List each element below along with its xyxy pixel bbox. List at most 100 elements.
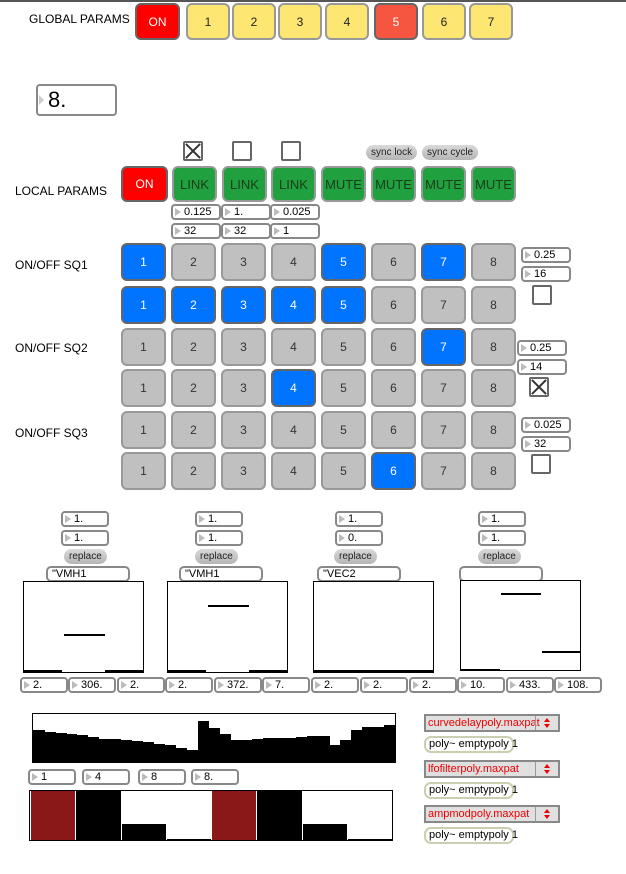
local-steps-number-3[interactable]: 1 [270, 223, 320, 239]
sync-cycle-button[interactable]: sync cycle [422, 145, 479, 160]
mute-button-7[interactable]: MUTE [471, 166, 516, 202]
seq3-a-step-6[interactable]: 6 [371, 411, 416, 449]
table1-number-1[interactable]: 1. [61, 511, 109, 527]
local-steps-number-2[interactable]: 32 [221, 223, 271, 239]
seq1-a-step-1[interactable]: 1 [121, 243, 166, 281]
table4-number-1[interactable]: 1. [478, 511, 526, 527]
table1-number-2[interactable]: 1. [61, 530, 109, 546]
table3-number-1[interactable]: 1. [335, 511, 383, 527]
link-toggle-1[interactable] [183, 141, 203, 161]
seq3-b-step-2[interactable]: 2 [171, 452, 216, 490]
table3-replace-button[interactable]: replace [334, 549, 377, 564]
table3-name-message[interactable]: "VEC2 [317, 566, 401, 582]
link-button-2[interactable]: LINK [222, 166, 267, 202]
seq1-b-step-1[interactable]: 1 [121, 286, 166, 324]
seq2-a-step-1[interactable]: 1 [121, 328, 166, 366]
seq2-a-step-5[interactable]: 5 [321, 328, 366, 366]
link-toggle-3[interactable] [281, 141, 301, 161]
global-preset-button-5[interactable]: 5 [374, 3, 418, 40]
table3-param-1[interactable]: 2. [311, 677, 359, 693]
waveform-multislider[interactable] [32, 713, 396, 763]
local-rate-number-3[interactable]: 0.025 [270, 204, 320, 220]
table4-number-2[interactable]: 1. [478, 530, 526, 546]
seq1-rate-number[interactable]: 0.25 [521, 247, 571, 263]
seq1-b-step-8[interactable]: 8 [471, 286, 516, 324]
seq2-a-step-7[interactable]: 7 [421, 328, 466, 366]
mute-button-4[interactable]: MUTE [321, 166, 366, 202]
seq2-a-step-3[interactable]: 3 [221, 328, 266, 366]
table2-function-display[interactable] [167, 581, 288, 673]
poly-object-1[interactable]: poly~ emptypoly 1 [424, 736, 518, 753]
table3-param-3[interactable]: 2. [409, 677, 457, 693]
seq2-b-step-5[interactable]: 5 [321, 369, 366, 407]
seq1-b-step-7[interactable]: 7 [421, 286, 466, 324]
table3-number-2[interactable]: 0. [335, 530, 383, 546]
seq3-a-step-1[interactable]: 1 [121, 411, 166, 449]
seq3-b-step-4[interactable]: 4 [271, 452, 316, 490]
tempo-number-box[interactable]: 8. [36, 84, 117, 116]
seq1-b-step-3[interactable]: 3 [221, 286, 266, 324]
table1-param-1[interactable]: 2. [20, 677, 68, 693]
pattern-multislider[interactable] [29, 790, 393, 841]
table1-replace-button[interactable]: replace [64, 549, 107, 564]
seq1-a-step-8[interactable]: 8 [471, 243, 516, 281]
table1-param-2[interactable]: 306. [68, 677, 116, 693]
global-preset-button-3[interactable]: 3 [278, 3, 322, 40]
local-steps-number-1[interactable]: 32 [171, 223, 221, 239]
table4-function-display[interactable] [460, 580, 581, 671]
link-button-3[interactable]: LINK [271, 166, 316, 202]
global-preset-button-7[interactable]: 7 [469, 3, 513, 40]
effect-menu-1[interactable]: curvedelaypoly.maxpat [424, 714, 560, 732]
seq1-a-step-2[interactable]: 2 [171, 243, 216, 281]
global-preset-button-1[interactable]: 1 [186, 3, 230, 40]
table2-param-1[interactable]: 2. [165, 677, 213, 693]
table2-number-2[interactable]: 1. [195, 530, 243, 546]
table3-function-display[interactable] [313, 581, 434, 673]
seq1-a-step-6[interactable]: 6 [371, 243, 416, 281]
link-toggle-2[interactable] [232, 141, 252, 161]
seq3-rate-number[interactable]: 0.025 [521, 417, 571, 433]
seq1-a-step-4[interactable]: 4 [271, 243, 316, 281]
table2-name-message[interactable]: "VMH1 [179, 566, 263, 582]
seq2-b-step-3[interactable]: 3 [221, 369, 266, 407]
seq3-b-step-1[interactable]: 1 [121, 452, 166, 490]
seq1-b-step-4[interactable]: 4 [271, 286, 316, 324]
table2-param-3[interactable]: 7. [262, 677, 310, 693]
mute-button-5[interactable]: MUTE [371, 166, 416, 202]
table1-param-3[interactable]: 2. [117, 677, 165, 693]
seq1-b-step-6[interactable]: 6 [371, 286, 416, 324]
table3-param-2[interactable]: 2. [360, 677, 408, 693]
seq3-a-step-3[interactable]: 3 [221, 411, 266, 449]
pattern-number-3[interactable]: 8 [138, 769, 186, 785]
seq1-a-step-3[interactable]: 3 [221, 243, 266, 281]
table2-replace-button[interactable]: replace [195, 549, 238, 564]
pattern-number-2[interactable]: 4 [82, 769, 130, 785]
table4-replace-button[interactable]: replace [478, 549, 521, 564]
seq2-a-step-4[interactable]: 4 [271, 328, 316, 366]
seq2-toggle[interactable] [529, 377, 549, 397]
seq3-a-step-2[interactable]: 2 [171, 411, 216, 449]
seq3-a-step-5[interactable]: 5 [321, 411, 366, 449]
poly-object-2[interactable]: poly~ emptypoly 1 [424, 782, 518, 799]
local-on-button[interactable]: ON [121, 166, 168, 202]
local-rate-number-1[interactable]: 0.125 [171, 204, 221, 220]
seq1-a-step-5[interactable]: 5 [321, 243, 366, 281]
seq2-a-step-6[interactable]: 6 [371, 328, 416, 366]
seq1-b-step-5[interactable]: 5 [321, 286, 366, 324]
effect-menu-2[interactable]: lfofilterpoly.maxpat [424, 760, 560, 778]
seq1-b-step-2[interactable]: 2 [171, 286, 216, 324]
seq3-toggle[interactable] [531, 454, 551, 474]
global-on-button[interactable]: ON [135, 3, 180, 40]
mute-button-6[interactable]: MUTE [421, 166, 466, 202]
effect-menu-3[interactable]: ampmodpoly.maxpat [424, 805, 560, 823]
seq2-rate-number[interactable]: 0.25 [517, 340, 567, 356]
seq2-b-step-4[interactable]: 4 [271, 369, 316, 407]
seq3-b-step-3[interactable]: 3 [221, 452, 266, 490]
seq1-toggle[interactable] [532, 285, 552, 305]
seq2-b-step-7[interactable]: 7 [421, 369, 466, 407]
table2-param-2[interactable]: 372. [214, 677, 262, 693]
seq3-b-step-8[interactable]: 8 [471, 452, 516, 490]
seq3-steps-number[interactable]: 32 [521, 436, 571, 452]
seq3-b-step-7[interactable]: 7 [421, 452, 466, 490]
seq3-b-step-6[interactable]: 6 [371, 452, 416, 490]
